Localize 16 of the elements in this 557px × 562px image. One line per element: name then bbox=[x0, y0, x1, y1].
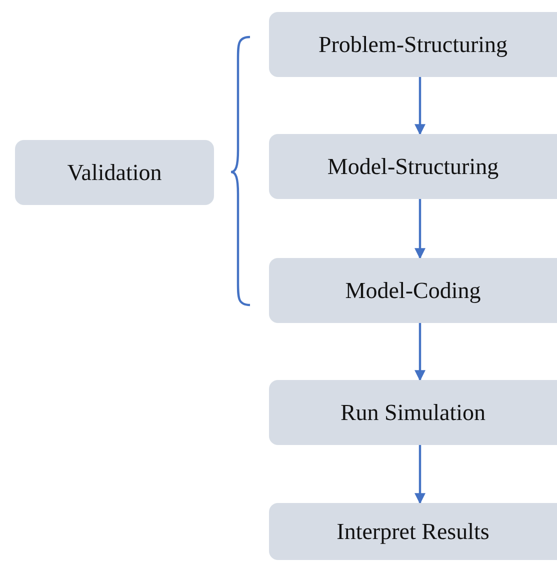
box-label: Validation bbox=[67, 160, 162, 186]
box-label: Model-Coding bbox=[345, 278, 482, 304]
box-label: Run Simulation bbox=[340, 400, 487, 426]
process-box bbox=[269, 380, 557, 445]
arrow bbox=[414, 199, 426, 260]
process-box bbox=[269, 134, 557, 199]
arrow bbox=[414, 323, 426, 382]
process-box bbox=[15, 140, 214, 205]
arrow bbox=[414, 445, 426, 504]
box-label: Model-Structuring bbox=[327, 154, 500, 180]
process-box bbox=[269, 503, 557, 560]
box-label: Problem-Structuring bbox=[318, 32, 509, 58]
process-box bbox=[269, 258, 557, 323]
box-label: Interpret Results bbox=[336, 518, 490, 544]
arrow bbox=[414, 77, 426, 136]
process-box bbox=[269, 12, 557, 77]
